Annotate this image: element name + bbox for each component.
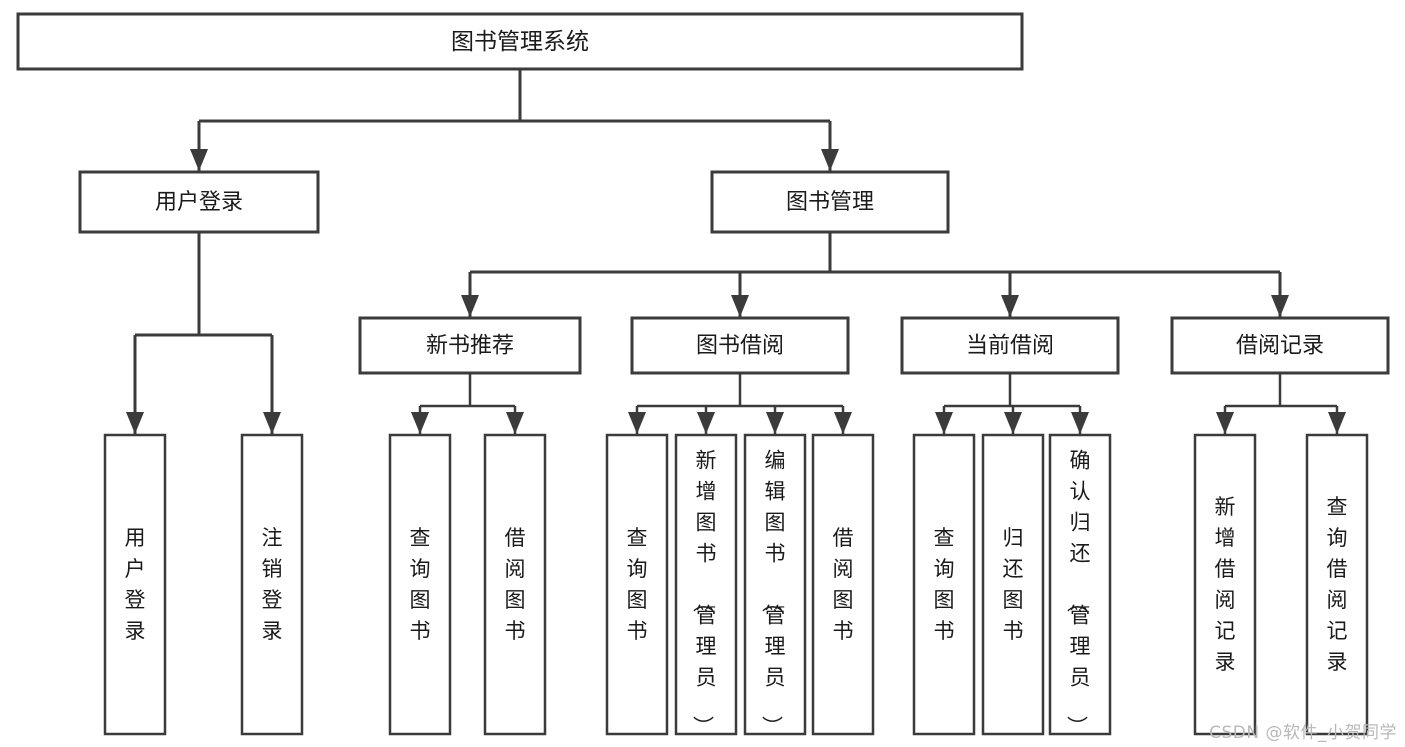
current-borrow-arrow-2 <box>1071 412 1089 434</box>
leaf-label-bb-edit-book: 编辑图书（管理员） <box>760 449 786 737</box>
node-box-new-book-recommend <box>358 316 582 375</box>
node-label-new-book-recommend: 新书推荐 <box>426 334 514 359</box>
leaf-box-bb-edit-book <box>743 433 807 736</box>
leaf-label-br-add-record: 新增借阅记录 <box>1215 495 1236 674</box>
book-borrow-arrow-0 <box>628 412 646 434</box>
leaf-bb-add-book[interactable]: 新增图书（管理员） <box>674 433 738 737</box>
leaf-box-bb-add-book <box>674 433 738 736</box>
leaf-box-nbr-borrow-book <box>483 433 547 736</box>
leaf-cb-confirm-return[interactable]: 确认归还（管理员） <box>1048 433 1112 737</box>
userlogin-arrow-0 <box>126 412 144 434</box>
node-box-user-login <box>78 170 320 234</box>
leaf-br-add-record[interactable]: 新增借阅记录 <box>1193 433 1257 736</box>
borrow-record-arrow-0 <box>1216 412 1234 434</box>
leaf-box-leaf-user-logout <box>240 433 304 736</box>
leaf-box-cb-query-book <box>912 433 976 736</box>
leaf-label-cb-confirm-return: 确认归还（管理员） <box>1065 449 1091 737</box>
leaf-label-bb-query-book: 查询图书 <box>627 526 648 643</box>
node-box-current-borrow <box>900 316 1120 375</box>
book-borrow-arrow-1 <box>697 412 715 434</box>
node-root[interactable]: 图书管理系统 <box>16 12 1024 71</box>
leaf-box-leaf-user-login <box>103 433 167 736</box>
book-borrow-arrow-3 <box>834 412 852 434</box>
root-arrow-0 <box>190 149 208 171</box>
bookmgmt-arrow-3 <box>1271 295 1289 317</box>
current-borrow-arrow-0 <box>935 412 953 434</box>
leaf-label-bb-borrow-book: 借阅图书 <box>833 526 854 643</box>
leaf-label-leaf-user-login: 用户登录 <box>125 526 146 643</box>
leaf-bb-query-book[interactable]: 查询图书 <box>605 433 669 736</box>
borrow-record-arrow-1 <box>1328 412 1346 434</box>
node-label-book-management: 图书管理 <box>786 190 874 215</box>
node-user-login[interactable]: 用户登录 <box>78 170 320 234</box>
leaf-label-nbr-borrow-book: 借阅图书 <box>505 526 526 643</box>
node-label-root: 图书管理系统 <box>451 29 589 55</box>
node-box-book-management <box>710 170 950 234</box>
leaf-nbr-borrow-book[interactable]: 借阅图书 <box>483 433 547 736</box>
leaf-leaf-user-logout[interactable]: 注销登录 <box>240 433 304 736</box>
leaf-box-nbr-query-book <box>388 433 452 736</box>
bookmgmt-arrow-1 <box>731 295 749 317</box>
leaf-label-leaf-user-logout: 注销登录 <box>262 526 283 643</box>
current-borrow-arrow-1 <box>1004 412 1022 434</box>
node-box-root <box>16 12 1024 71</box>
leaf-label-cb-return-book: 归还图书 <box>1003 526 1024 643</box>
root-arrow-1 <box>821 149 839 171</box>
csdn-watermark: CSDN @软件_小贺同学 <box>1209 723 1397 743</box>
new-book-recommend-arrow-1 <box>506 412 524 434</box>
leaf-leaf-user-login[interactable]: 用户登录 <box>103 433 167 736</box>
bookmgmt-arrow-2 <box>1001 295 1019 317</box>
book-borrow-arrow-2 <box>766 412 784 434</box>
node-book-borrow[interactable]: 图书借阅 <box>630 316 850 375</box>
nodes-layer: 图书管理系统用户登录图书管理新书推荐图书借阅当前借阅借阅记录用户登录注销登录查询… <box>16 12 1390 737</box>
leaf-box-br-add-record <box>1193 433 1257 736</box>
leaf-cb-return-book[interactable]: 归还图书 <box>981 433 1045 736</box>
leaf-box-cb-confirm-return <box>1048 433 1112 736</box>
node-label-book-borrow: 图书借阅 <box>696 334 784 359</box>
leaf-label-bb-add-book: 新增图书（管理员） <box>691 449 717 737</box>
leaf-cb-query-book[interactable]: 查询图书 <box>912 433 976 736</box>
leaf-box-cb-return-book <box>981 433 1045 736</box>
leaf-box-bb-borrow-book <box>811 433 875 736</box>
node-box-borrow-record <box>1170 316 1390 375</box>
node-label-current-borrow: 当前借阅 <box>966 334 1054 359</box>
leaf-label-br-query-record: 查询借阅记录 <box>1327 495 1348 674</box>
leaf-label-nbr-query-book: 查询图书 <box>410 526 431 643</box>
node-box-book-borrow <box>630 316 850 375</box>
connector-lines-layer <box>126 69 1346 434</box>
leaf-box-bb-query-book <box>605 433 669 736</box>
leaf-label-cb-query-book: 查询图书 <box>934 526 955 643</box>
node-book-management[interactable]: 图书管理 <box>710 170 950 234</box>
bookmgmt-arrow-0 <box>461 295 479 317</box>
node-current-borrow[interactable]: 当前借阅 <box>900 316 1120 375</box>
node-label-borrow-record: 借阅记录 <box>1236 334 1324 359</box>
node-label-user-login: 用户登录 <box>155 190 243 215</box>
leaf-bb-edit-book[interactable]: 编辑图书（管理员） <box>743 433 807 737</box>
leaf-bb-borrow-book[interactable]: 借阅图书 <box>811 433 875 736</box>
leaf-box-br-query-record <box>1305 433 1369 736</box>
new-book-recommend-arrow-0 <box>411 412 429 434</box>
leaf-br-query-record[interactable]: 查询借阅记录 <box>1305 433 1369 736</box>
node-new-book-recommend[interactable]: 新书推荐 <box>358 316 582 375</box>
userlogin-arrow-1 <box>263 412 281 434</box>
leaf-nbr-query-book[interactable]: 查询图书 <box>388 433 452 736</box>
node-borrow-record[interactable]: 借阅记录 <box>1170 316 1390 375</box>
